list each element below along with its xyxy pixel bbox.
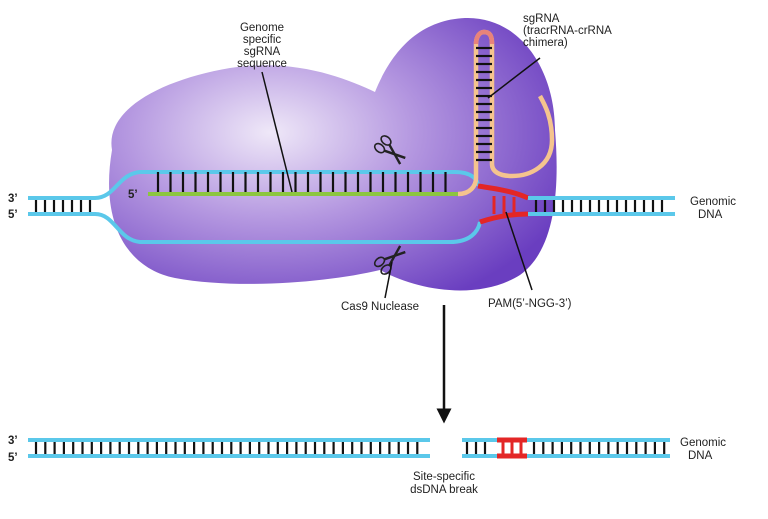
label-5-prime-guide: 5’ xyxy=(128,189,138,201)
leader-sgrna-sequence xyxy=(261,71,293,193)
svg-text:Site-specific: Site-specific xyxy=(413,471,475,483)
leader-cas9 xyxy=(384,261,393,299)
label-sgrna-chimera: sgRNA (tracrRNA-crRNA chimera) xyxy=(523,13,612,49)
dna-left-end xyxy=(28,196,95,216)
leader-sgrna-chimera xyxy=(487,57,541,99)
scissors-icon xyxy=(373,135,406,165)
svg-text:sgRNA: sgRNA xyxy=(523,13,560,25)
svg-text:sgRNA: sgRNA xyxy=(244,46,281,58)
pam-site xyxy=(477,183,530,225)
label-3-prime-bottom: 3’ xyxy=(8,435,18,447)
svg-text:chimera): chimera) xyxy=(523,37,568,49)
label-cas9: Cas9 Nuclease xyxy=(341,301,419,313)
svg-text:DNA: DNA xyxy=(688,450,713,462)
dna-bottom-strand xyxy=(94,212,482,244)
svg-text:dsDNA break: dsDNA break xyxy=(410,484,478,496)
leader-pam xyxy=(505,211,533,291)
label-genomic-dna-top: Genomic DNA xyxy=(690,196,736,221)
svg-text:(tracrRNA-crRNA: (tracrRNA-crRNA xyxy=(523,25,612,37)
svg-text:DNA: DNA xyxy=(698,209,723,221)
svg-text:Genome: Genome xyxy=(240,22,284,34)
svg-text:specific: specific xyxy=(243,34,282,46)
label-pam: PAM(5’-NGG-3’) xyxy=(488,298,572,310)
cleaved-dna-right xyxy=(462,437,670,459)
guide-rna-duplex xyxy=(148,172,458,196)
tracr-rna xyxy=(457,29,555,197)
dna-right-end xyxy=(528,196,675,216)
svg-text:Genomic: Genomic xyxy=(690,196,736,208)
svg-text:sequence: sequence xyxy=(237,58,287,70)
cas9-protein xyxy=(109,17,557,291)
label-genomic-dna-bottom: Genomic DNA xyxy=(680,437,726,462)
label-3-prime-top: 3’ xyxy=(8,193,18,205)
label-sgrna-sequence: Genome specific sgRNA sequence xyxy=(237,22,287,70)
label-5-prime-bottom: 5’ xyxy=(8,452,18,464)
scissors-icon xyxy=(373,245,406,275)
label-5-prime-top: 5’ xyxy=(8,209,18,221)
label-break: Site-specific dsDNA break xyxy=(410,471,478,496)
cleaved-dna-left xyxy=(28,438,430,458)
svg-text:Genomic: Genomic xyxy=(680,437,726,449)
